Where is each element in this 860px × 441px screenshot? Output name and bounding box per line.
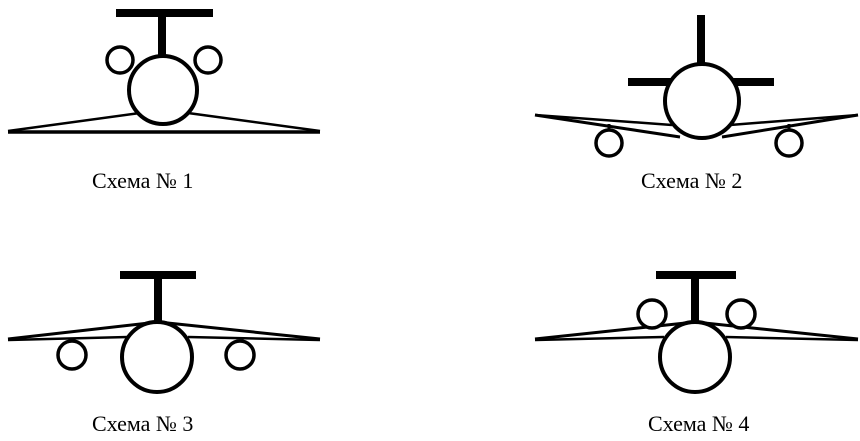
fuselage [127,54,199,126]
left-engine [636,298,668,330]
scheme-2-caption: Схема № 2 [641,168,743,193]
right-wing-lower-edge [187,335,321,342]
left-wing-upper-edge [7,320,159,341]
fuselage [658,320,732,394]
right-wing-lower-edge [725,335,859,342]
scheme-4-caption: Схема № 4 [648,411,750,436]
scheme-3-caption: Схема № 3 [92,411,194,436]
right-wing-upper-edge [157,320,321,341]
left-wing-lower-edge [534,335,665,342]
right-wing-upper-edge [187,111,321,133]
aircraft-scheme-1 [7,9,321,134]
right-wing-upper-edge [694,320,859,341]
fuselage [120,320,194,394]
right-engine [224,339,256,371]
right-engine [774,128,804,158]
aircraft-scheme-4 [534,271,859,394]
aircraft-scheme-3 [7,271,321,394]
right-engine [193,45,223,75]
aircraft-scheme-2 [534,15,859,158]
scheme-1-caption: Схема № 1 [92,168,194,193]
fuselage [663,62,741,140]
right-wing-upper-edge [729,113,859,127]
left-engine [56,339,88,371]
left-wing-upper-edge [7,111,141,133]
left-wing-lower-edge [7,335,129,342]
left-wing-upper-edge [534,113,673,127]
left-engine [105,45,135,75]
right-engine [725,298,757,330]
left-wing-upper-edge [534,320,696,341]
left-engine [594,128,624,158]
